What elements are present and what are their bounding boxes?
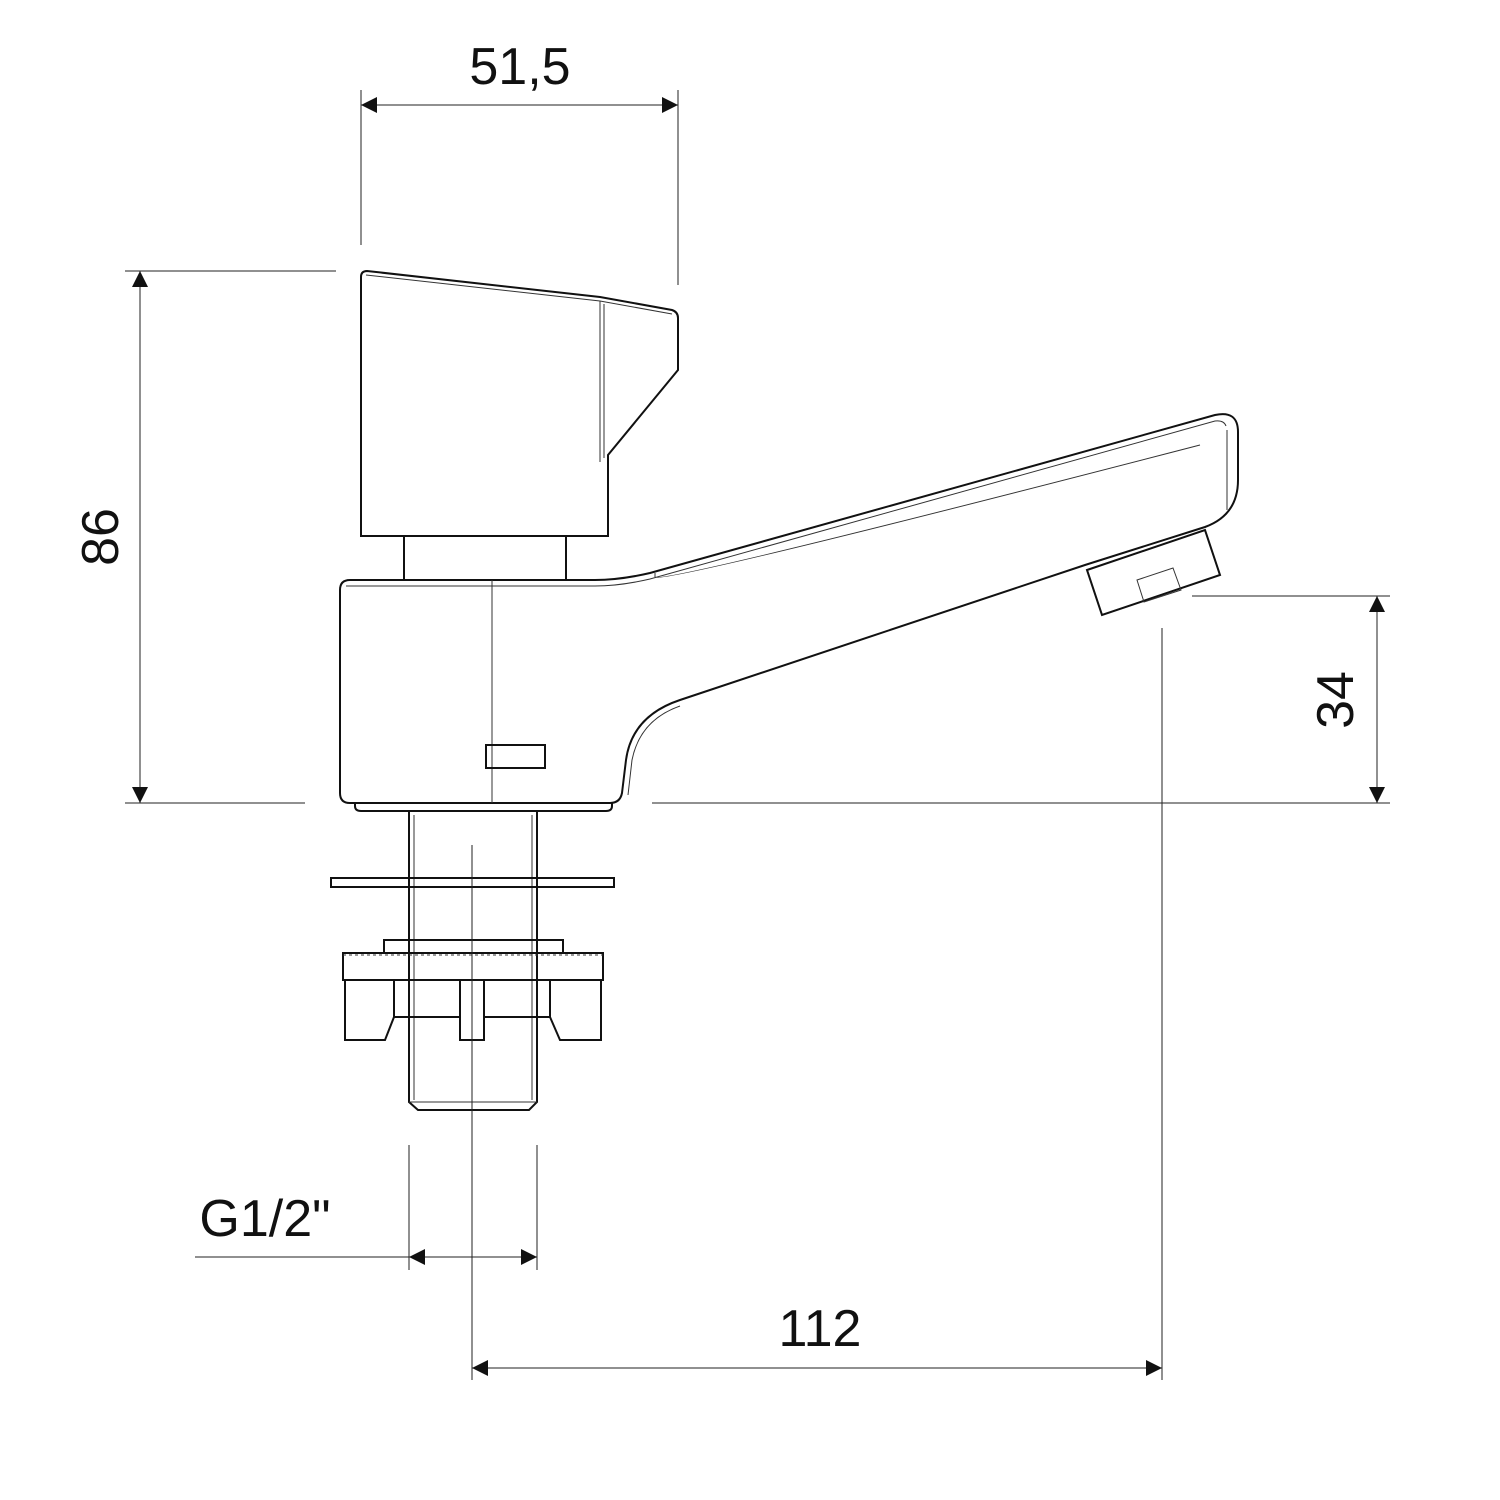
dimension-label: 34 xyxy=(1307,671,1365,729)
shank xyxy=(408,811,538,1111)
body-spout xyxy=(339,413,1239,804)
nut-teeth xyxy=(344,980,602,1041)
dimension-spout-height: 34 xyxy=(652,595,1390,804)
dimension-thread: G1/2" xyxy=(195,1145,538,1270)
base-ring xyxy=(354,803,613,812)
indicator xyxy=(485,744,546,769)
dimension-label: 86 xyxy=(72,508,130,566)
faucet xyxy=(330,269,1239,1111)
stem xyxy=(403,535,567,581)
dimension-label: G1/2" xyxy=(199,1190,330,1248)
dimension-label: 112 xyxy=(779,1300,862,1358)
dimension-spout-reach: 112 xyxy=(472,1300,1162,1376)
dimension-label: 51,5 xyxy=(469,38,570,96)
nut xyxy=(342,952,604,981)
dimension-total-height: 86 xyxy=(72,270,336,804)
dimension-handle-width: 51,5 xyxy=(360,38,679,285)
handle xyxy=(360,269,679,537)
aerator xyxy=(1085,528,1222,617)
